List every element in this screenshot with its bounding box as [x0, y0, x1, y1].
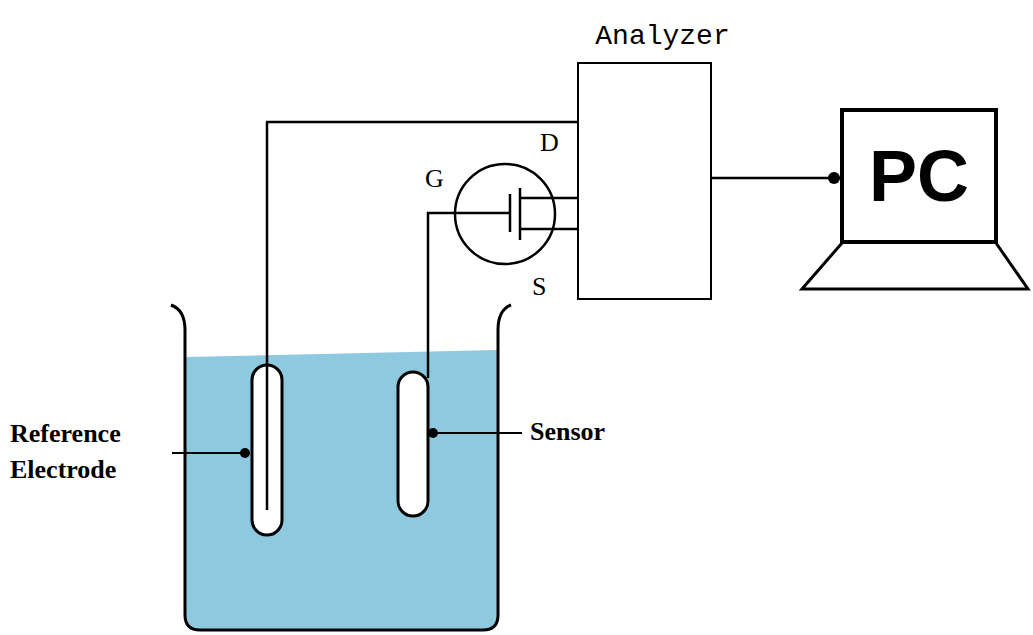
wire — [428, 213, 510, 378]
pin-name: D — [540, 128, 559, 158]
pin-name: G — [425, 164, 444, 194]
solution — [186, 350, 497, 629]
wire — [266, 121, 610, 124]
laptop-base — [802, 243, 1028, 289]
wire — [266, 122, 269, 510]
channel — [519, 188, 522, 240]
pin-name: S — [532, 272, 546, 302]
transistor-symbol — [455, 164, 555, 264]
gate-plate — [509, 194, 512, 232]
pc-monitor: PC — [840, 108, 998, 244]
leader-line — [172, 452, 245, 454]
part-label: Sensor — [530, 417, 605, 447]
leader-line — [433, 432, 522, 434]
part-label: Reference Electrode — [10, 416, 170, 488]
analyzer-box: Analyzer — [577, 62, 712, 300]
beaker — [171, 305, 511, 630]
signal-cable — [712, 172, 840, 184]
screen-text: PC — [869, 135, 969, 217]
sensor-electrode — [398, 372, 428, 516]
box-heading: Analyzer — [595, 21, 729, 52]
